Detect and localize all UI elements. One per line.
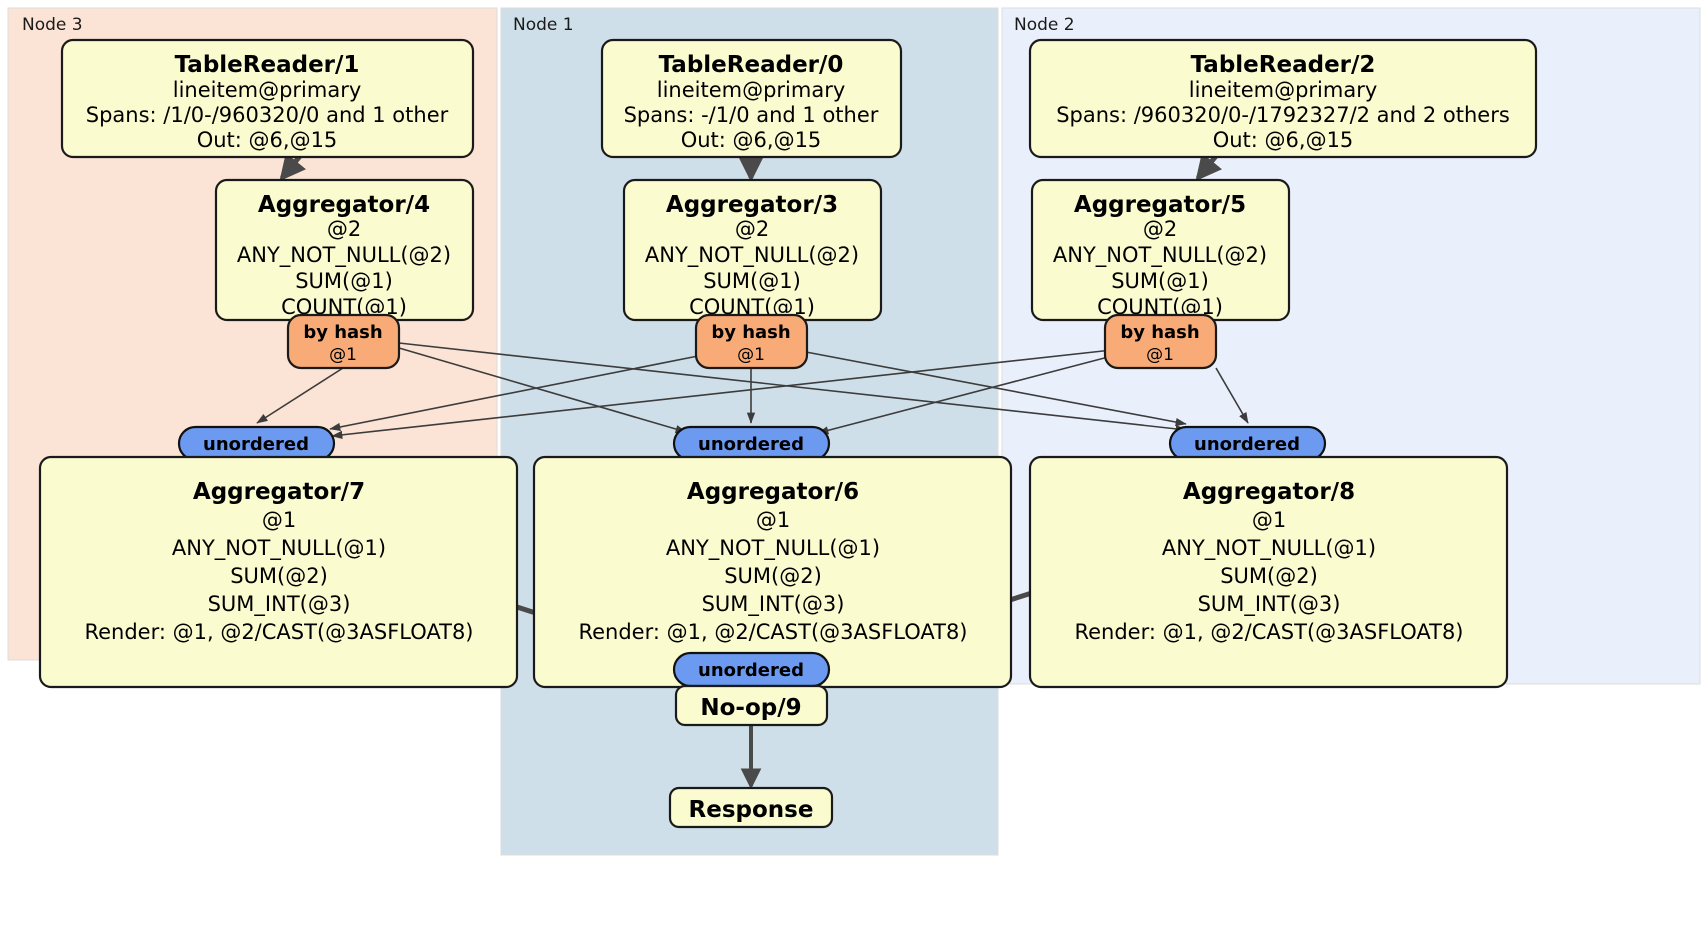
byhash4-sub: @1 [329,345,357,365]
tablereader1-line-2: Out: @6,@15 [197,128,338,152]
tablereader0-line-2: Out: @6,@15 [681,128,822,152]
aggregator7-line-0: @1 [262,508,296,532]
aggregator4-line-0: @2 [327,217,361,241]
aggregator7-line-2: SUM(@2) [230,564,328,588]
noop9-title: No-op/9 [700,695,801,721]
aggregator7-line-1: ANY_NOT_NULL(@1) [172,536,386,561]
edge-byhash4-unordered8 [398,342,1187,433]
aggregator6-line-2: SUM(@2) [724,564,822,588]
byhash5-sub: @1 [1146,345,1174,365]
aggregator5-line-1: ANY_NOT_NULL(@2) [1053,243,1267,268]
aggregator4-line-1: ANY_NOT_NULL(@2) [237,243,451,268]
synchronizer-unordered6[interactable]: unordered [672,425,831,462]
unordered6-label: unordered [698,434,804,455]
tablereader2-title: TableReader/2 [1191,52,1376,78]
aggregator8-line-4: Render: @1, @2/CAST(@3ASFLOAT8) [1074,620,1463,644]
processor-tablereader0[interactable]: TableReader/0 lineitem@primary Spans: -/… [600,38,903,159]
processor-tablereader1[interactable]: TableReader/1 lineitem@primary Spans: /1… [60,38,475,159]
aggregator6-title: Aggregator/6 [687,479,859,505]
panel-node3-label: Node 3 [22,15,83,35]
tablereader1-line-1: Spans: /1/0-/960320/0 and 1 other [86,103,449,127]
synchronizer-unordered7[interactable]: unordered [177,425,336,462]
tablereader1-line-0: lineitem@primary [173,78,362,102]
aggregator3-line-1: ANY_NOT_NULL(@2) [645,243,859,268]
aggregator4-line-2: SUM(@1) [295,269,393,293]
aggregator4-title: Aggregator/4 [258,192,430,218]
aggregator7-title: Aggregator/7 [193,479,365,505]
byhash3-label: by hash [711,322,790,343]
processor-response[interactable]: Response [668,786,834,829]
tablereader0-title: TableReader/0 [659,52,844,78]
aggregator8-line-1: ANY_NOT_NULL(@1) [1162,536,1376,561]
router-byhash4[interactable]: by hash @1 [286,313,401,370]
byhash3-sub: @1 [737,345,765,365]
tablereader2-line-1: Spans: /960320/0-/1792327/2 and 2 others [1056,103,1510,127]
aggregator3-line-0: @2 [735,217,769,241]
tablereader2-line-0: lineitem@primary [1189,78,1378,102]
edge-byhash5-unordered6 [817,355,1113,435]
edge-byhash5-unordered8 [1215,367,1249,424]
tablereader1-title: TableReader/1 [175,52,360,78]
processor-aggregator3[interactable]: Aggregator/3 @2 ANY_NOT_NULL(@2) SUM(@1)… [622,178,883,322]
processor-noop9[interactable]: No-op/9 [674,684,829,727]
unordered7-label: unordered [203,434,309,455]
processor-aggregator4[interactable]: Aggregator/4 @2 ANY_NOT_NULL(@2) SUM(@1)… [214,178,475,322]
tablereader2-line-2: Out: @6,@15 [1213,128,1354,152]
processor-aggregator7[interactable]: Aggregator/7 @1 ANY_NOT_NULL(@1) SUM(@2)… [38,455,519,689]
byhash5-label: by hash [1120,322,1199,343]
panel-node2-label: Node 2 [1014,15,1075,35]
router-byhash5[interactable]: by hash @1 [1103,313,1218,370]
aggregator7-line-4: Render: @1, @2/CAST(@3ASFLOAT8) [84,620,473,644]
aggregator3-line-2: SUM(@1) [703,269,801,293]
processor-tablereader2[interactable]: TableReader/2 lineitem@primary Spans: /9… [1028,38,1538,159]
router-byhash3[interactable]: by hash @1 [694,313,809,370]
edge-byhash3-unordered7 [329,355,699,432]
aggregator8-title: Aggregator/8 [1183,479,1355,505]
edge-tablereader1-aggregator4 [279,152,306,182]
aggregator6-line-3: SUM_INT(@3) [702,592,845,617]
aggregator8-line-0: @1 [1252,508,1286,532]
aggregator5-line-2: SUM(@1) [1111,269,1209,293]
tablereader0-line-0: lineitem@primary [657,78,846,102]
response-title: Response [689,797,814,823]
processor-aggregator8[interactable]: Aggregator/8 @1 ANY_NOT_NULL(@1) SUM(@2)… [1028,455,1509,689]
unordered9-label: unordered [698,660,804,681]
aggregator6-line-4: Render: @1, @2/CAST(@3ASFLOAT8) [578,620,967,644]
aggregator8-line-2: SUM(@2) [1220,564,1318,588]
aggregator7-line-3: SUM_INT(@3) [208,592,351,617]
aggregator5-title: Aggregator/5 [1074,192,1246,218]
synchronizer-unordered9[interactable]: unordered [672,651,831,688]
panel-node1-label: Node 1 [513,15,574,35]
edge-byhash5-unordered7 [331,349,1113,439]
synchronizer-unordered8[interactable]: unordered [1168,425,1327,462]
byhash4-label: by hash [303,322,382,343]
aggregator8-line-3: SUM_INT(@3) [1198,592,1341,617]
processor-aggregator5[interactable]: Aggregator/5 @2 ANY_NOT_NULL(@2) SUM(@1)… [1030,178,1291,322]
aggregator6-line-0: @1 [756,508,790,532]
edge-byhash4-unordered7 [256,367,344,424]
edge-byhash4-unordered6 [398,347,687,434]
edge-byhash3-unordered8 [805,351,1187,427]
aggregator6-line-1: ANY_NOT_NULL(@1) [666,536,880,561]
processor-aggregator6[interactable]: Aggregator/6 @1 ANY_NOT_NULL(@1) SUM(@2)… [532,455,1013,689]
aggregator3-title: Aggregator/3 [666,192,838,218]
tablereader0-line-1: Spans: -/1/0 and 1 other [624,103,879,127]
unordered8-label: unordered [1194,434,1300,455]
edge-tablereader2-aggregator5 [1195,152,1222,182]
aggregator5-line-0: @2 [1143,217,1177,241]
